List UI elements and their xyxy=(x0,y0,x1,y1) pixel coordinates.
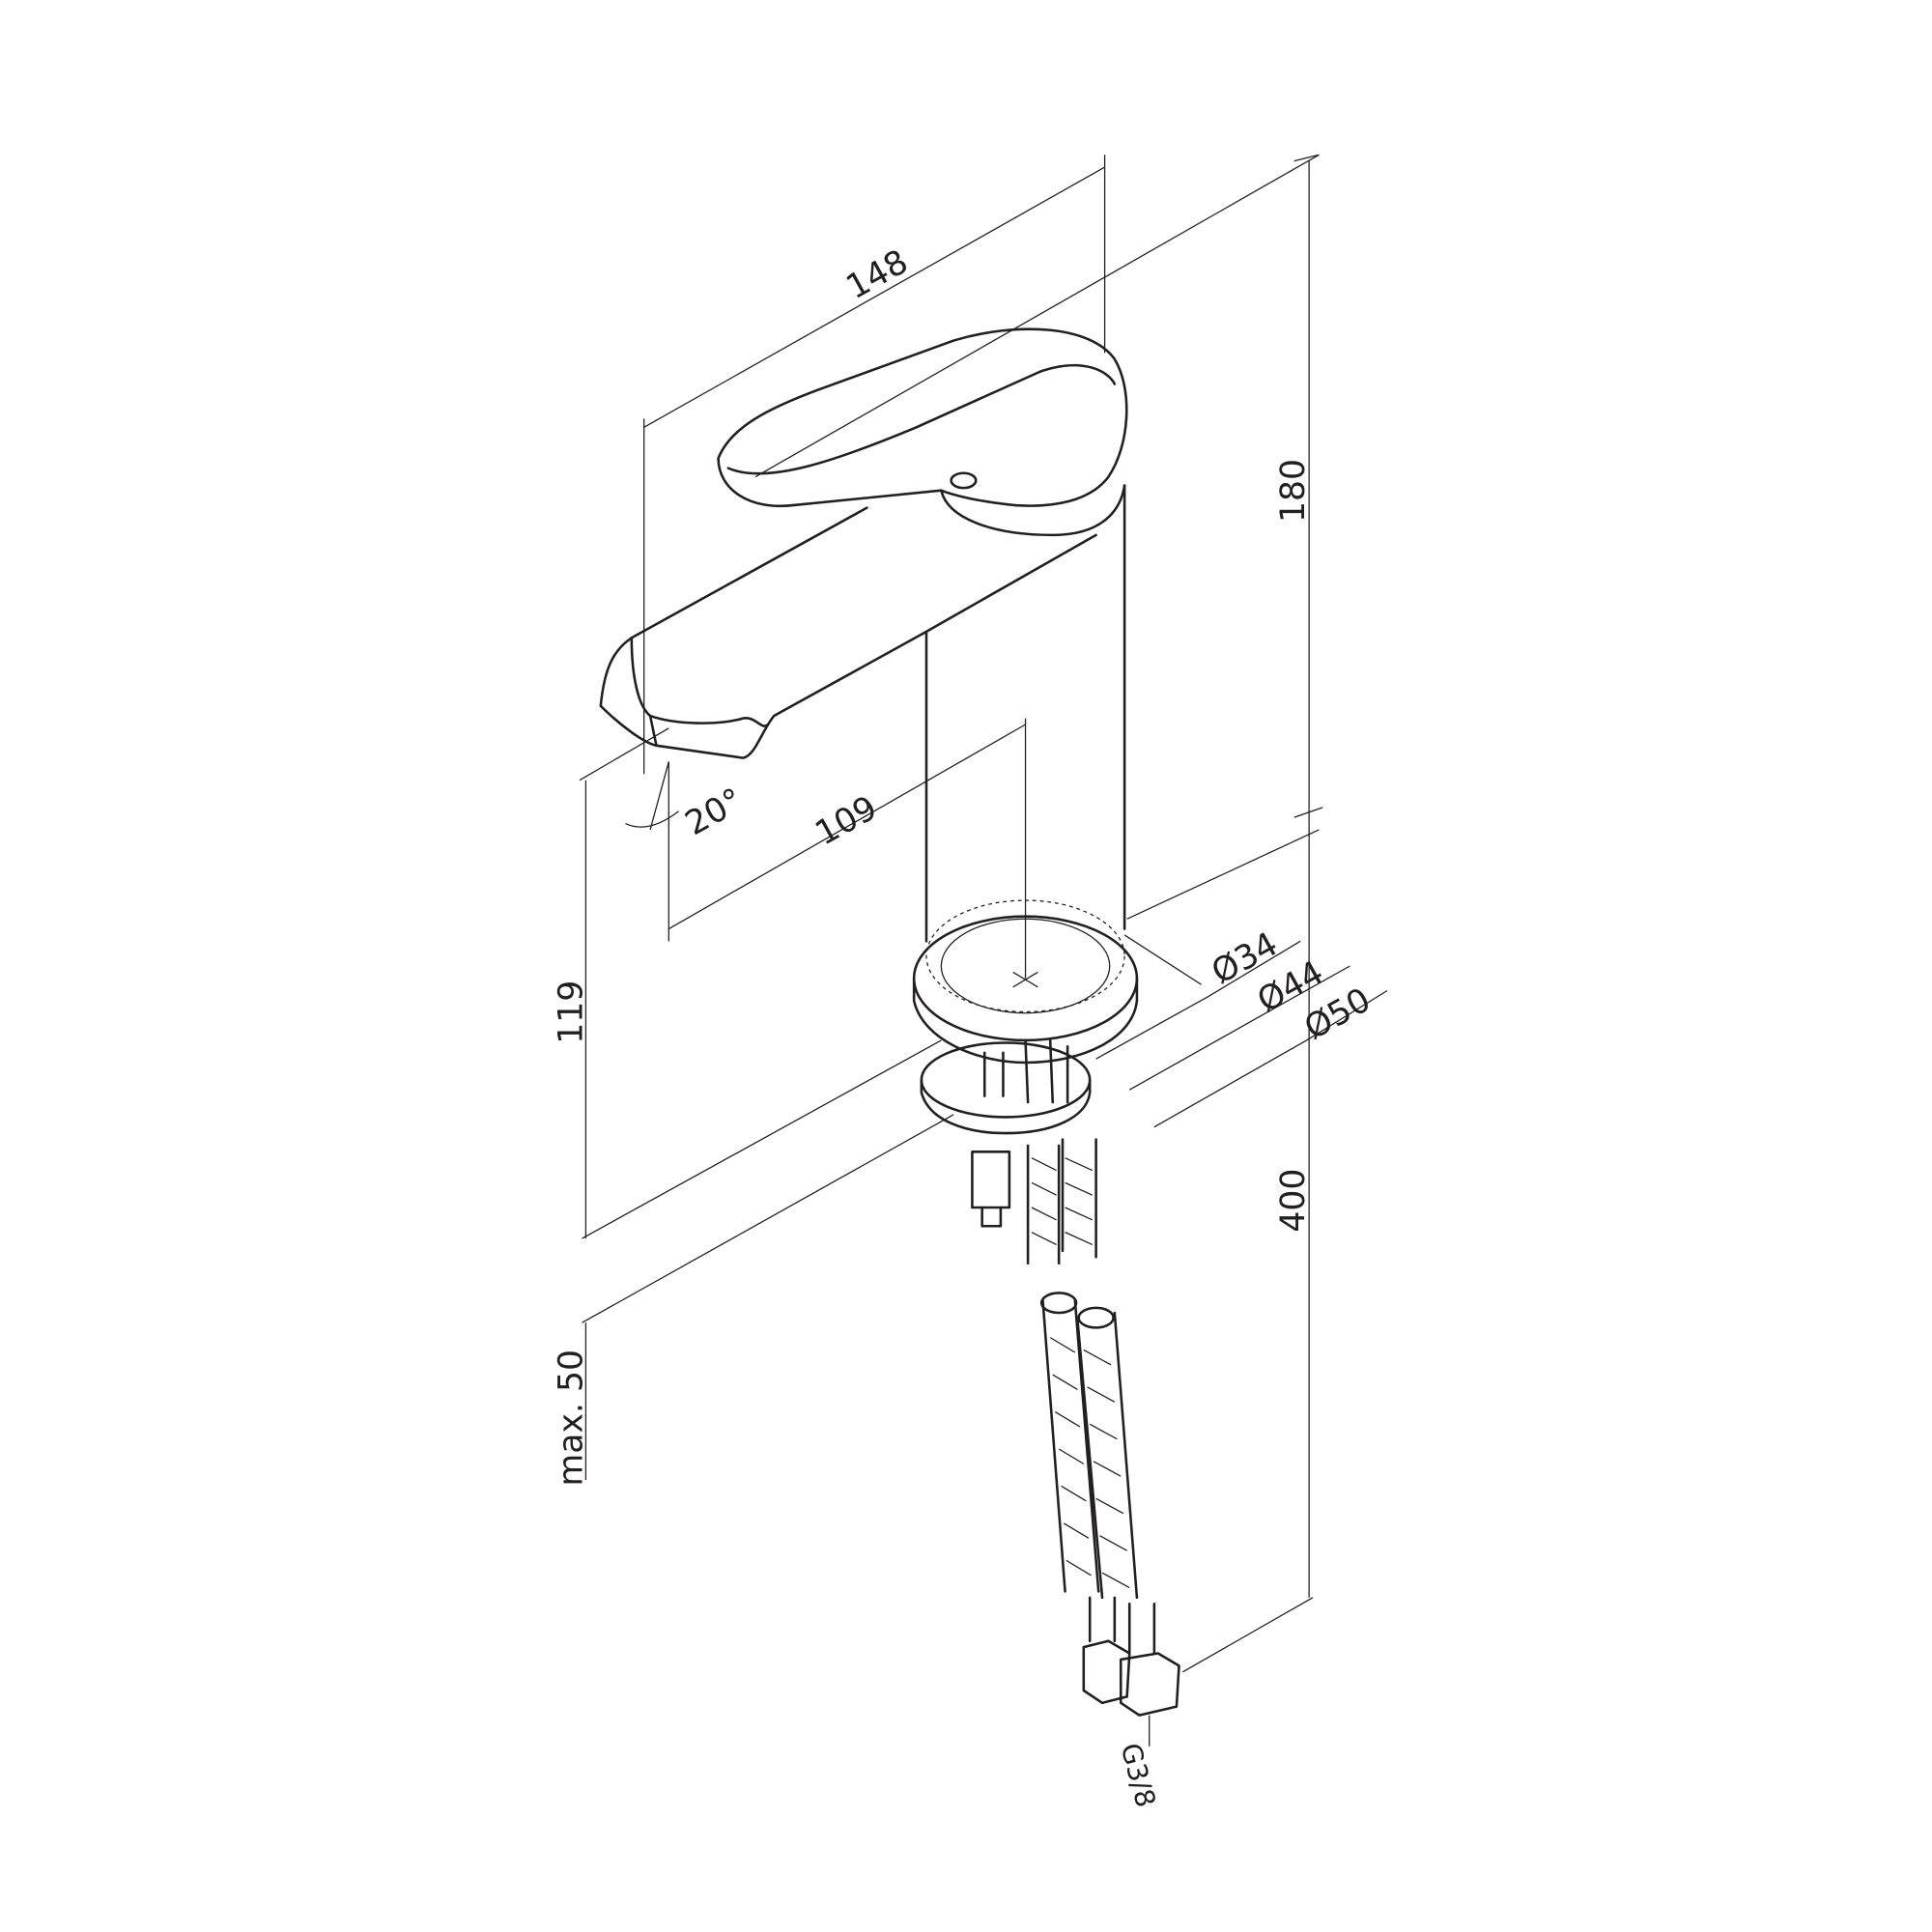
dimension-lines xyxy=(579,154,1388,1747)
dim-length-label: 148 xyxy=(840,242,915,307)
dim-angle-label: 20° xyxy=(679,781,750,844)
dim-height-label: 180 xyxy=(1274,459,1313,523)
faucet-body xyxy=(599,327,1180,1717)
dim-thread-label: G3/8 xyxy=(1114,1740,1161,1810)
dim-deck-label: max. 50 xyxy=(553,1350,591,1486)
dim-reach-label: 109 xyxy=(810,789,884,854)
dim-hose-length-label: 400 xyxy=(1274,1169,1313,1233)
dim-spout-height-label: 119 xyxy=(553,980,591,1044)
